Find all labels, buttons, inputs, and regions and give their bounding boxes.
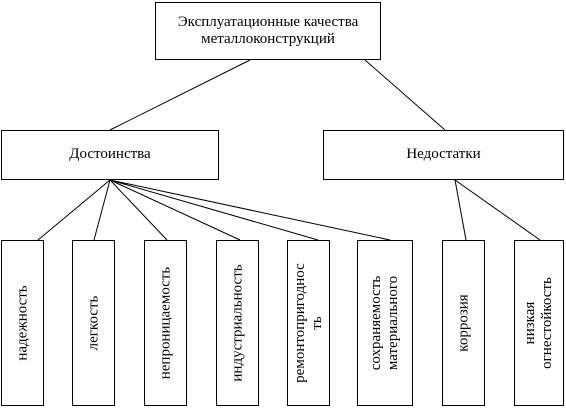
- advantages-box: Достоинства: [1, 130, 219, 180]
- leaf-lightness: легкость: [72, 240, 115, 406]
- leaf-corrosion: коррозия: [442, 240, 485, 406]
- root-title-line2: металлоконструкций: [201, 31, 335, 47]
- connector-dis-leaf-1: [454, 179, 467, 241]
- leaf-label: коррозия: [454, 294, 471, 352]
- connector-root-advantages: [109, 59, 251, 131]
- leaf-material-preservation: сохраняемость материального: [357, 240, 413, 406]
- root-title-line1: Эксплуатационные качества: [177, 13, 359, 30]
- disadvantages-box: Недостатки: [323, 130, 564, 180]
- connector-adv-leaf-3: [109, 179, 168, 241]
- connector-adv-leaf-6: [109, 179, 391, 241]
- connector-adv-leaf-2: [93, 179, 111, 241]
- leaf-label: ремонтопригоднос ть: [291, 263, 325, 383]
- leaf-reliability: надежность: [1, 240, 44, 406]
- leaf-label: сохраняемость материального: [367, 275, 401, 371]
- advantages-label: Достоинства: [69, 146, 151, 163]
- connector-adv-leaf-1: [37, 179, 111, 241]
- leaf-label: низкая огнестойкость: [521, 277, 555, 369]
- leaf-industriality: индустриальность: [216, 240, 259, 406]
- leaf-impermeability: непроницаемость: [144, 240, 187, 406]
- connector-adv-leaf-5: [109, 179, 319, 241]
- root-box: Эксплуатационные качества металлоконстру…: [155, 2, 381, 60]
- connector-adv-leaf-4: [109, 179, 241, 241]
- leaf-label: надежность: [13, 285, 30, 361]
- connector-root-disadvantages: [364, 59, 446, 131]
- disadvantages-label: Недостатки: [406, 146, 481, 163]
- leaf-maintainability: ремонтопригоднос ть: [287, 240, 330, 406]
- leaf-label: легкость: [84, 295, 101, 351]
- leaf-label: индустриальность: [228, 264, 245, 382]
- leaf-low-fire-resistance: низкая огнестойкость: [514, 240, 564, 406]
- leaf-label: непроницаемость: [156, 266, 173, 380]
- connector-dis-leaf-2: [454, 179, 541, 241]
